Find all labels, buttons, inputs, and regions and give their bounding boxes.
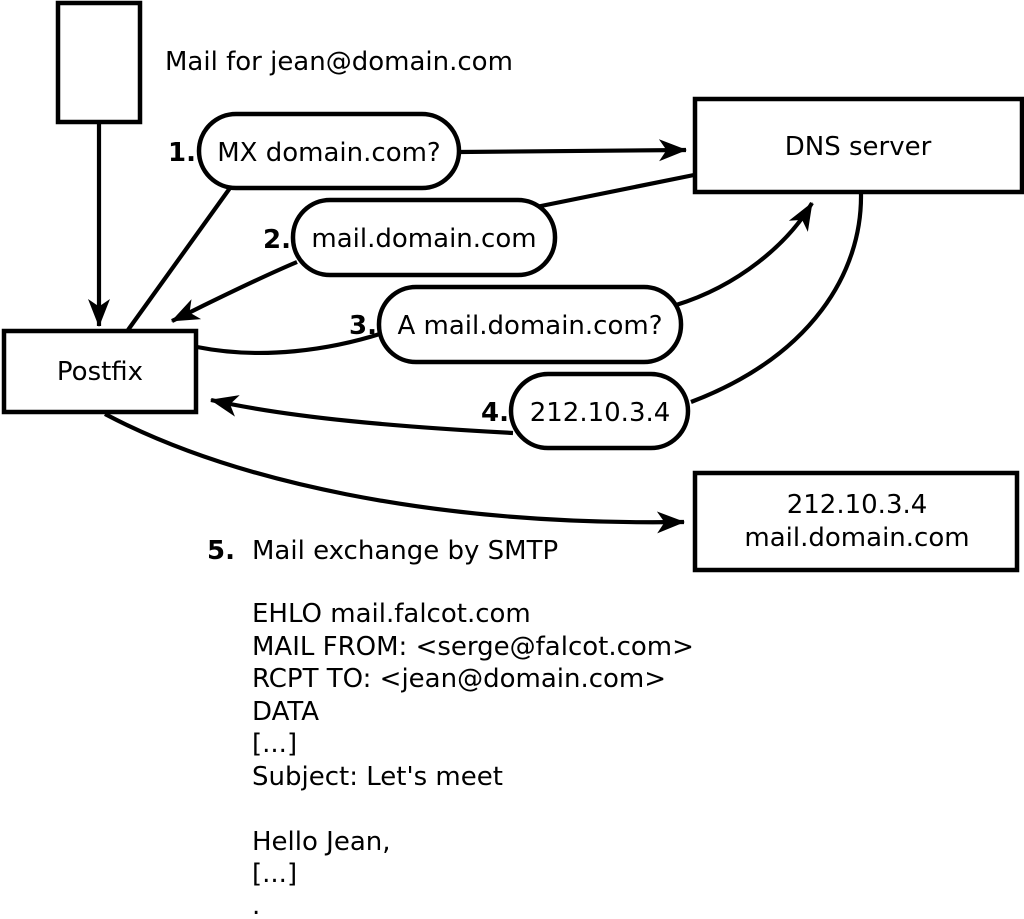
query3-label: A mail.domain.com? [398,311,663,341]
response4-label: 212.10.3.4 [530,398,671,428]
smtp-transcript: EHLO mail.falcot.com MAIL FROM: <serge@f… [252,599,694,919]
step1-number: 1. [168,138,196,168]
smtp-line: EHLO mail.falcot.com [252,599,531,629]
query3-pill [376,284,684,365]
diagram-title: Mail for jean@domain.com [165,47,513,77]
line-dns-to-response4 [690,193,864,404]
smtp-line: Subject: Let's meet [252,762,503,792]
query1-pill [196,111,462,191]
destination-ip-label: 212.10.3.4 [787,490,928,520]
line-postfix-to-query3 [196,331,384,355]
arrow-response2-to-postfix [171,260,298,323]
destination-box [692,470,1020,573]
smtp-line: DATA [252,697,319,727]
destination-host-label: mail.domain.com [744,523,969,553]
arrow-postfix-to-destination [104,412,685,534]
smtp-line: [...] [252,729,297,759]
postfix-box [1,328,199,415]
arrow-response4-to-postfix [210,395,514,436]
smtp-line: Hello Jean, [252,827,391,857]
step5-label: Mail exchange by SMTP [252,536,558,566]
response2-label: mail.domain.com [311,224,536,254]
step2-number: 2. [263,225,291,255]
response2-pill [290,197,558,278]
step5-number: 5. [207,536,235,566]
smtp-line: RCPT TO: <jean@domain.com> [252,664,666,694]
step4-number: 4. [481,398,509,428]
smtp-line: MAIL FROM: <serge@falcot.com> [252,632,694,662]
arrow-query1-to-dns [458,139,687,162]
dns-server-label: DNS server [785,132,932,162]
line-dns-to-response2 [535,172,695,210]
response4-pill [508,371,691,451]
smtp-line: . [252,891,260,919]
arrow-query3-to-dns [675,201,814,308]
query1-label: MX domain.com? [217,138,440,168]
sender-box [55,0,143,125]
step3-number: 3. [349,311,377,341]
dns-server-box [692,96,1024,195]
line-postfix-to-query1 [126,186,232,332]
postfix-label: Postfix [57,357,143,387]
smtp-line: [...] [252,859,297,889]
